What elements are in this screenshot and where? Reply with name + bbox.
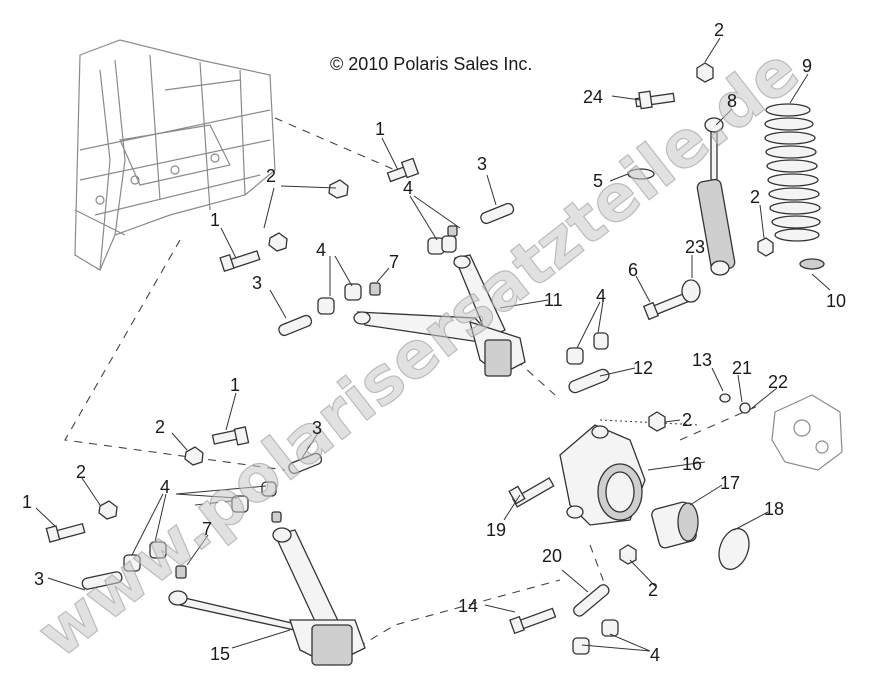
- bolt-icon: [642, 292, 690, 321]
- callout-8: 8: [727, 91, 737, 111]
- bolt-icon: [508, 477, 555, 508]
- leader-lines: [35, 37, 831, 652]
- copyright-notice: © 2010 Polaris Sales Inc.: [330, 54, 532, 74]
- callout-1: 1: [22, 492, 32, 512]
- callout-2: 2: [750, 187, 760, 207]
- callout-5: 5: [593, 171, 603, 191]
- sleeve-parts: [81, 202, 701, 617]
- callout-1: 1: [230, 375, 240, 395]
- callout-23: 23: [685, 237, 705, 257]
- callout-12: 12: [633, 358, 653, 378]
- nut-parts: [98, 62, 774, 565]
- callout-2: 2: [682, 410, 692, 430]
- chassis-frame-icon: [74, 39, 276, 271]
- bolt-icon: [634, 90, 676, 110]
- callout-10: 10: [826, 291, 846, 311]
- callout-17: 17: [720, 473, 740, 493]
- callout-13: 13: [692, 350, 712, 370]
- callout-3: 3: [252, 273, 262, 293]
- nut-icon: [619, 544, 637, 565]
- callout-3: 3: [34, 569, 44, 589]
- callout-7: 7: [202, 519, 212, 539]
- bolt-icon: [219, 250, 261, 273]
- callout-1: 1: [210, 210, 220, 230]
- grease-fitting-icon: [369, 225, 458, 296]
- coil-spring-icon: [764, 103, 825, 270]
- callout-24: 24: [583, 87, 603, 107]
- callout-6: 6: [628, 260, 638, 280]
- callout-21: 21: [732, 358, 752, 378]
- callout-2: 2: [76, 462, 86, 482]
- callout-14: 14: [458, 596, 478, 616]
- callout-3: 3: [312, 418, 322, 438]
- callout-20: 20: [542, 546, 562, 566]
- callout-16: 16: [682, 454, 702, 474]
- bolt-parts: [45, 90, 690, 635]
- callout-4: 4: [403, 178, 413, 198]
- callout-4: 4: [596, 286, 606, 306]
- callout-22: 22: [768, 372, 788, 392]
- upper-a-arm-icon: [353, 254, 526, 377]
- callout-2: 2: [266, 166, 276, 186]
- nut-icon: [268, 232, 288, 252]
- bolt-icon: [211, 426, 250, 446]
- lower-a-arm-icon: [168, 527, 366, 666]
- wheel-bearing-icon: [651, 501, 699, 549]
- nut-icon: [98, 500, 118, 520]
- bolt-icon: [386, 157, 420, 183]
- callout-11: 11: [544, 290, 563, 310]
- bushing-parts: [123, 225, 619, 655]
- callout-4: 4: [316, 240, 326, 260]
- callout-18: 18: [764, 499, 784, 519]
- bolt-icon: [45, 522, 86, 543]
- callout-2: 2: [714, 20, 724, 40]
- bolt-icon: [509, 607, 557, 635]
- grease-fitting-icon: [175, 511, 282, 579]
- nut-icon: [184, 446, 204, 466]
- callout-labels: 1 1 1 1 2 2 2 2 2 2 2 3 3 3 3 4 4 4 4 4 …: [22, 20, 846, 665]
- callout-19: 19: [486, 520, 506, 540]
- callout-4: 4: [650, 645, 660, 665]
- retaining-ring-icon: [718, 528, 750, 570]
- brake-caliper-icon: [719, 393, 843, 471]
- callout-9: 9: [802, 56, 812, 76]
- nut-icon: [648, 411, 666, 432]
- callout-1: 1: [375, 119, 385, 139]
- callout-15: 15: [210, 644, 230, 664]
- bearing-carrier-icon: [559, 424, 646, 526]
- callout-2: 2: [155, 417, 165, 437]
- nut-icon: [696, 62, 714, 83]
- callout-3: 3: [477, 154, 487, 174]
- callout-4: 4: [160, 477, 170, 497]
- nut-icon: [328, 179, 349, 199]
- shock-absorber-icon: [627, 117, 736, 276]
- callout-2: 2: [648, 580, 658, 600]
- callout-7: 7: [389, 252, 399, 272]
- nut-icon: [757, 237, 774, 257]
